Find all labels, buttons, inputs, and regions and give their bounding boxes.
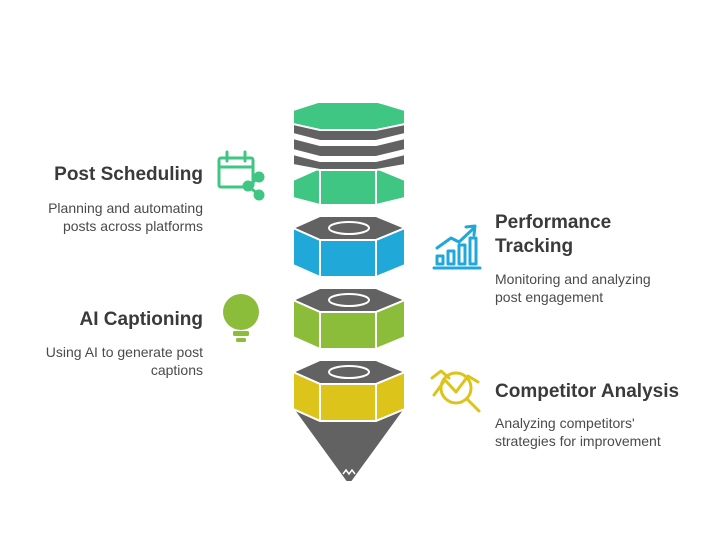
stack-layer-post-scheduling	[292, 101, 406, 206]
bar-chart-growth-icon	[432, 224, 482, 270]
competitor-analysis-description-line: Analyzing competitors'	[495, 415, 635, 431]
post-scheduling-description-line: Planning and automating	[48, 200, 203, 216]
ai-captioning-description-line: captions	[150, 362, 203, 378]
performance-tracking-description-line: post engagement	[495, 289, 604, 305]
ai-captioning-description: Using AI to generate post captions	[20, 343, 203, 379]
performance-tracking-description-line: Monitoring and analyzing	[495, 271, 651, 287]
stack-cone-tip	[290, 406, 408, 483]
post-scheduling-description: Planning and automating posts across pla…	[20, 199, 203, 235]
ai-captioning-title: AI Captioning	[79, 309, 203, 330]
magnifier-chart-icon	[430, 369, 481, 413]
performance-tracking-title-line: Tracking	[495, 236, 574, 257]
competitor-analysis-description: Analyzing competitors' strategies for im…	[495, 414, 705, 450]
ai-captioning-description-line: Using AI to generate post	[45, 344, 203, 360]
performance-tracking-title: Performance Tracking	[495, 211, 695, 259]
competitor-analysis-title: Competitor Analysis	[495, 381, 680, 402]
post-scheduling-title: Post Scheduling	[54, 164, 203, 185]
stack-layer-performance-tracking	[290, 215, 408, 279]
lightbulb-icon	[223, 294, 259, 342]
stack-layer-competitor-analysis	[290, 359, 408, 423]
performance-tracking-description: Monitoring and analyzing post engagement	[495, 270, 695, 306]
performance-tracking-title-line: Performance	[495, 212, 612, 233]
competitor-analysis-description-line: strategies for improvement	[495, 433, 661, 449]
stack-layer-ai-captioning	[290, 287, 408, 351]
calendar-share-icon	[217, 150, 265, 201]
post-scheduling-description-line: posts across platforms	[62, 218, 203, 234]
